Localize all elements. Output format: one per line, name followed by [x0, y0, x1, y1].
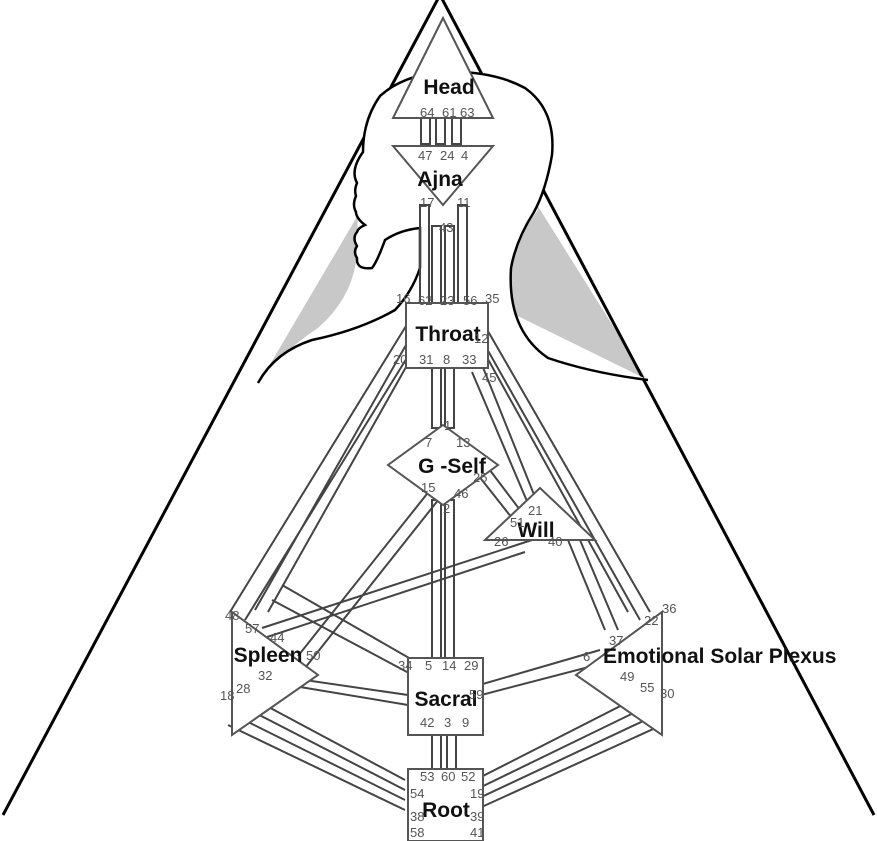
gate-16: 16 [396, 291, 410, 306]
gate-49: 49 [620, 669, 634, 684]
gate-42: 42 [420, 715, 434, 730]
gate-29: 29 [464, 658, 478, 673]
gate-19: 19 [470, 786, 484, 801]
ajna-label: Ajna [417, 168, 463, 191]
gate-35: 35 [485, 291, 499, 306]
solar-plexus-center [574, 610, 663, 737]
sacral-center [407, 657, 484, 736]
will-center [482, 486, 598, 541]
gate-17: 17 [420, 195, 434, 210]
gate-20: 20 [393, 352, 407, 367]
gate-30: 30 [660, 686, 674, 701]
gate-37: 37 [609, 633, 623, 648]
gate-11: 11 [457, 195, 471, 210]
gate-59: 59 [469, 687, 483, 702]
gate-50: 50 [306, 648, 320, 663]
gate-numbers: 64 61 63 47 24 4 17 11 43 16 62 23 56 35… [220, 105, 676, 840]
gate-3: 3 [444, 715, 451, 730]
root-center [407, 768, 484, 841]
gate-13: 13 [456, 435, 470, 450]
gate-45: 45 [482, 370, 496, 385]
root-label: Root [422, 799, 470, 822]
throat-label: Throat [415, 323, 480, 346]
gate-18: 18 [220, 688, 234, 703]
gate-41: 41 [470, 825, 484, 840]
will-label: Will [517, 519, 554, 542]
gate-26: 26 [494, 534, 508, 549]
gate-14: 14 [442, 658, 456, 673]
gate-52: 52 [461, 769, 475, 784]
gate-25: 25 [473, 470, 487, 485]
gate-36: 36 [662, 601, 676, 616]
gate-33: 33 [462, 352, 476, 367]
gate-55: 55 [640, 680, 654, 695]
sacral-label: Sacral [414, 688, 477, 711]
gate-56: 56 [463, 293, 477, 308]
gate-31: 31 [419, 352, 433, 367]
solar-plexus-label: Emotional Solar Plexus [603, 645, 836, 668]
g-self-center [386, 423, 500, 507]
gate-21: 21 [528, 503, 542, 518]
gate-54: 54 [410, 786, 424, 801]
gate-51: 51 [510, 515, 524, 530]
gate-47: 47 [418, 148, 432, 163]
gate-60: 60 [441, 769, 455, 784]
gate-58: 58 [410, 825, 424, 840]
gate-12: 12 [474, 331, 488, 346]
throat-center [405, 302, 489, 369]
gate-28: 28 [236, 681, 250, 696]
gate-2: 2 [443, 501, 450, 516]
gate-57: 57 [245, 621, 259, 636]
gate-6: 6 [583, 649, 590, 664]
gate-38: 38 [410, 809, 424, 824]
gate-43: 43 [439, 220, 453, 235]
gate-39: 39 [470, 809, 484, 824]
gate-5: 5 [425, 658, 432, 673]
gate-64: 64 [420, 105, 434, 120]
gate-24: 24 [440, 148, 454, 163]
gate-22: 22 [644, 613, 658, 628]
gate-44: 44 [270, 630, 284, 645]
left-shoulder-shade [262, 215, 358, 378]
spleen-label: Spleen [234, 644, 303, 667]
left-shoulder-line [256, 267, 422, 384]
gate-23: 23 [440, 293, 454, 308]
gate-46: 46 [454, 486, 468, 501]
gate-4: 4 [461, 148, 468, 163]
gate-53: 53 [420, 769, 434, 784]
gate-48: 48 [225, 608, 239, 623]
gate-62: 62 [418, 293, 432, 308]
gate-15: 15 [421, 480, 435, 495]
gate-32: 32 [258, 668, 272, 683]
gate-9: 9 [462, 715, 469, 730]
gate-34: 34 [398, 658, 412, 673]
ajna-center [390, 145, 496, 207]
gate-61: 61 [442, 105, 456, 120]
head-center [391, 15, 495, 119]
gate-7: 7 [425, 435, 432, 450]
g-self-label: G -Self [418, 455, 487, 478]
gate-63: 63 [460, 105, 474, 120]
gate-1: 1 [444, 418, 451, 433]
gate-8: 8 [443, 352, 450, 367]
spleen-center [231, 610, 320, 737]
head-label: Head [423, 76, 474, 99]
gate-40: 40 [548, 534, 562, 549]
